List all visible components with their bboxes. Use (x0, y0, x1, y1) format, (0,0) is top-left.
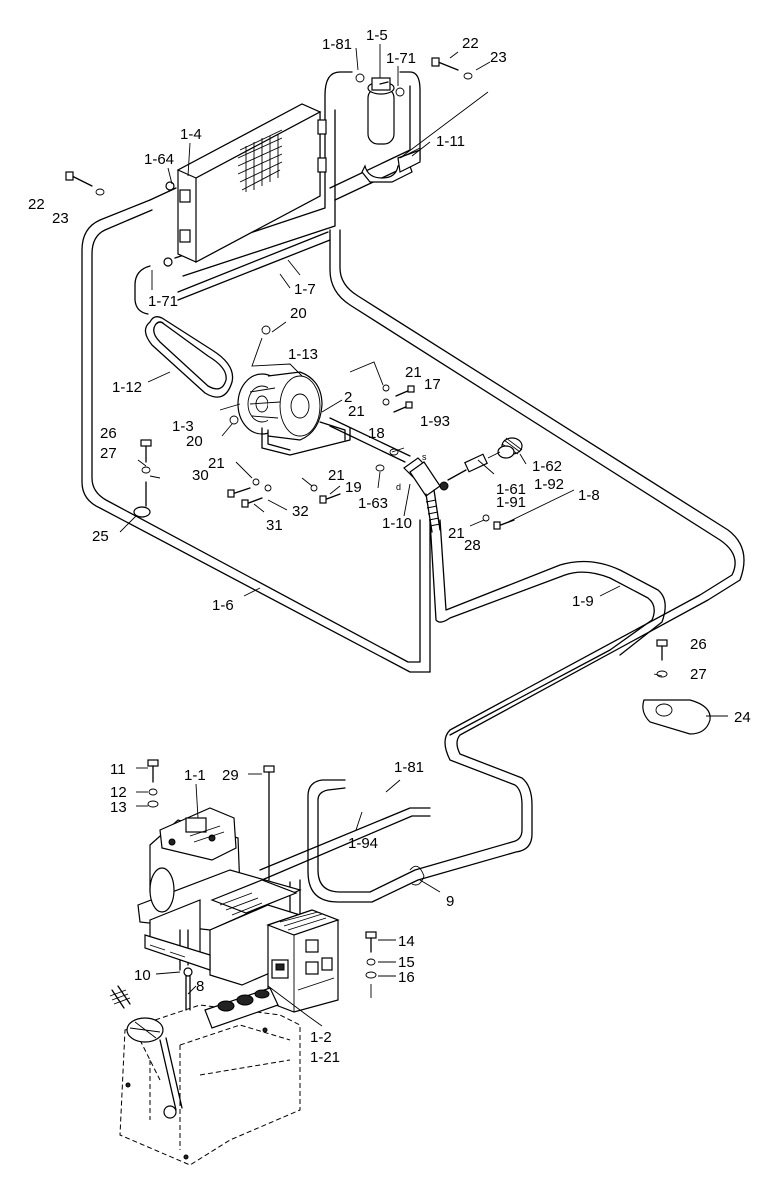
label-1-12: 1-12 (112, 379, 142, 396)
label-1-1: 1-1 (184, 767, 206, 784)
hvac-unit-1-2 (266, 909, 340, 1013)
label-27-left: 27 (100, 445, 117, 462)
pipe-lower-link (259, 807, 431, 926)
label-20-low: 20 (186, 433, 203, 450)
cap-1-62 (497, 437, 523, 459)
label-1-81-top: 1-81 (322, 36, 352, 53)
label-1-71-low: 1-71 (148, 293, 178, 310)
label-27-right: 27 (690, 666, 707, 683)
label-21-c: 21 (208, 455, 225, 472)
label-21-d: 21 (328, 467, 345, 484)
label-25: 25 (92, 528, 109, 545)
mark-s: s (422, 452, 427, 462)
label-1-63: 1-63 (358, 495, 388, 512)
mark-d: d (396, 482, 401, 492)
label-29: 29 (222, 767, 239, 784)
label-21-b: 21 (348, 403, 365, 420)
label-1-71-top: 1-71 (386, 50, 416, 67)
cab-outline (109, 985, 301, 1166)
switch-1-61 (439, 453, 488, 491)
label-14: 14 (398, 933, 415, 950)
label-32: 32 (292, 503, 309, 520)
label-12: 12 (110, 784, 127, 801)
label-21-e: 21 (448, 525, 465, 542)
label-22-top: 22 (462, 35, 479, 52)
label-1-61: 1-61 (496, 481, 526, 498)
label-1-94: 1-94 (348, 835, 378, 852)
pipe-upper-link (177, 231, 331, 301)
label-2: 2 (344, 389, 352, 406)
receiver-drier-1-5 (355, 73, 405, 145)
label-22-left: 22 (28, 196, 45, 213)
compressor-1-3 (237, 371, 411, 463)
label-9: 9 (446, 893, 454, 910)
pipe-1-7 (174, 71, 353, 277)
label-17: 17 (424, 376, 441, 393)
label-1-9: 1-9 (572, 593, 594, 610)
condenser-mesh (237, 129, 283, 192)
label-28: 28 (464, 537, 481, 554)
pipe-1-6 (81, 199, 431, 673)
label-15: 15 (398, 954, 415, 971)
label-1-7: 1-7 (294, 281, 316, 298)
label-11: 11 (110, 761, 126, 778)
label-26-right: 26 (690, 636, 707, 653)
label-23-left: 23 (52, 210, 69, 227)
clamp-25 (133, 439, 152, 518)
label-13: 13 (110, 799, 127, 816)
label-21-a: 21 (405, 364, 422, 381)
label-10: 10 (134, 967, 151, 984)
clamp-24 (642, 639, 711, 735)
label-1-6: 1-6 (212, 597, 234, 614)
label-1-21: 1-21 (310, 1049, 340, 1066)
label-1-81-low: 1-81 (394, 759, 424, 776)
label-8: 8 (196, 978, 204, 995)
part-labels: 1-81 1-5 1-71 22 23 1-4 1-11 1-64 22 23 … (28, 27, 751, 1066)
label-1-11: 1-11 (436, 133, 465, 150)
label-30: 30 (192, 467, 209, 484)
label-1-10: 1-10 (382, 515, 412, 532)
label-19: 19 (345, 479, 362, 496)
pipe-1-8 (307, 71, 745, 903)
label-1-91: 1-91 (496, 494, 526, 511)
label-1-2: 1-2 (310, 1029, 332, 1046)
fasteners-compressor (65, 57, 515, 530)
label-31: 31 (266, 517, 283, 534)
label-20-top: 20 (290, 305, 307, 322)
bracket-1-11 (361, 149, 421, 183)
label-1-8: 1-8 (578, 487, 600, 504)
bolts-unit (147, 759, 377, 1011)
belt-1-12 (144, 316, 234, 398)
label-18: 18 (368, 425, 385, 442)
label-1-13: 1-13 (288, 346, 318, 363)
label-1-92: 1-92 (534, 476, 564, 493)
label-1-93: 1-93 (420, 413, 450, 430)
label-1-3: 1-3 (172, 418, 194, 435)
condenser-1-4 (134, 103, 327, 315)
leader-lines (119, 44, 728, 1027)
label-1-64: 1-64 (144, 151, 174, 168)
label-1-4: 1-4 (180, 126, 202, 143)
label-26-left: 26 (100, 425, 117, 442)
pipe-1-9 (429, 519, 666, 736)
clamp-9 (409, 865, 425, 886)
label-16: 16 (398, 969, 415, 986)
label-1-62: 1-62 (532, 458, 562, 475)
label-23-top: 23 (490, 49, 507, 66)
label-24: 24 (734, 709, 751, 726)
label-1-5: 1-5 (366, 27, 388, 44)
